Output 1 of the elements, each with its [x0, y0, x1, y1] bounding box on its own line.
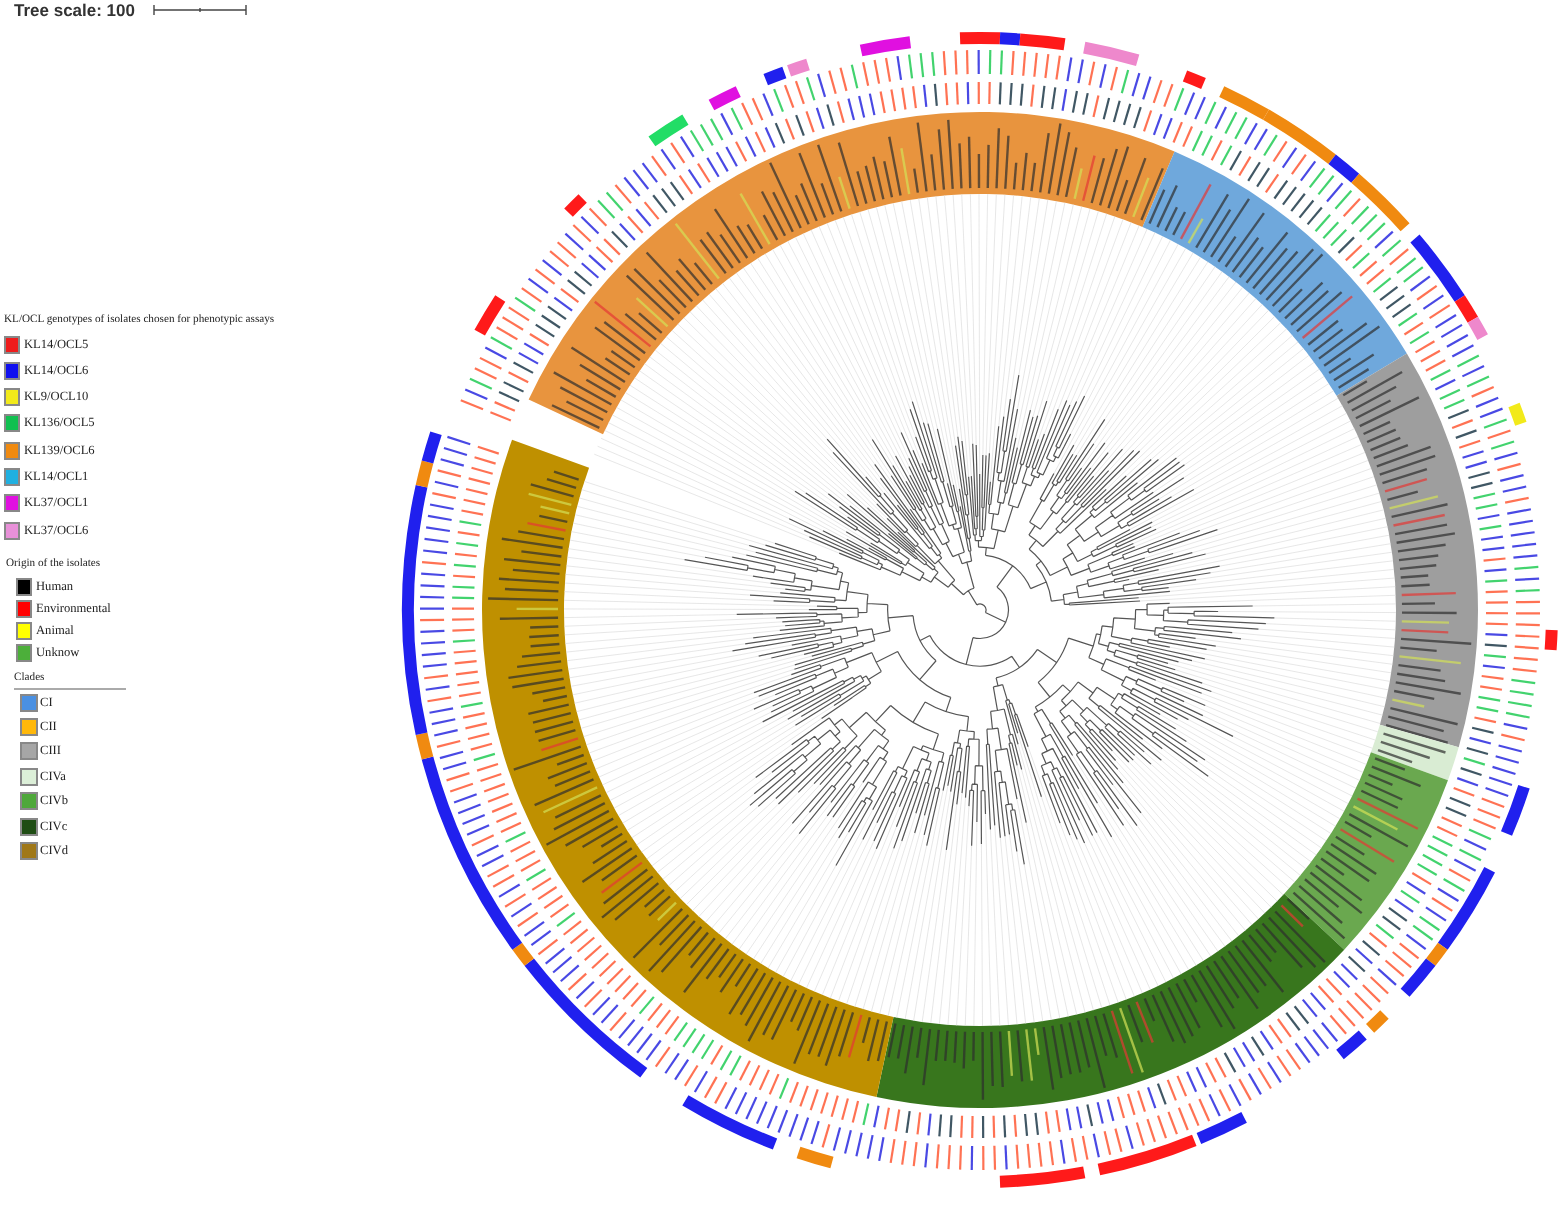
scale-label: Tree scale: 100	[14, 0, 135, 20]
